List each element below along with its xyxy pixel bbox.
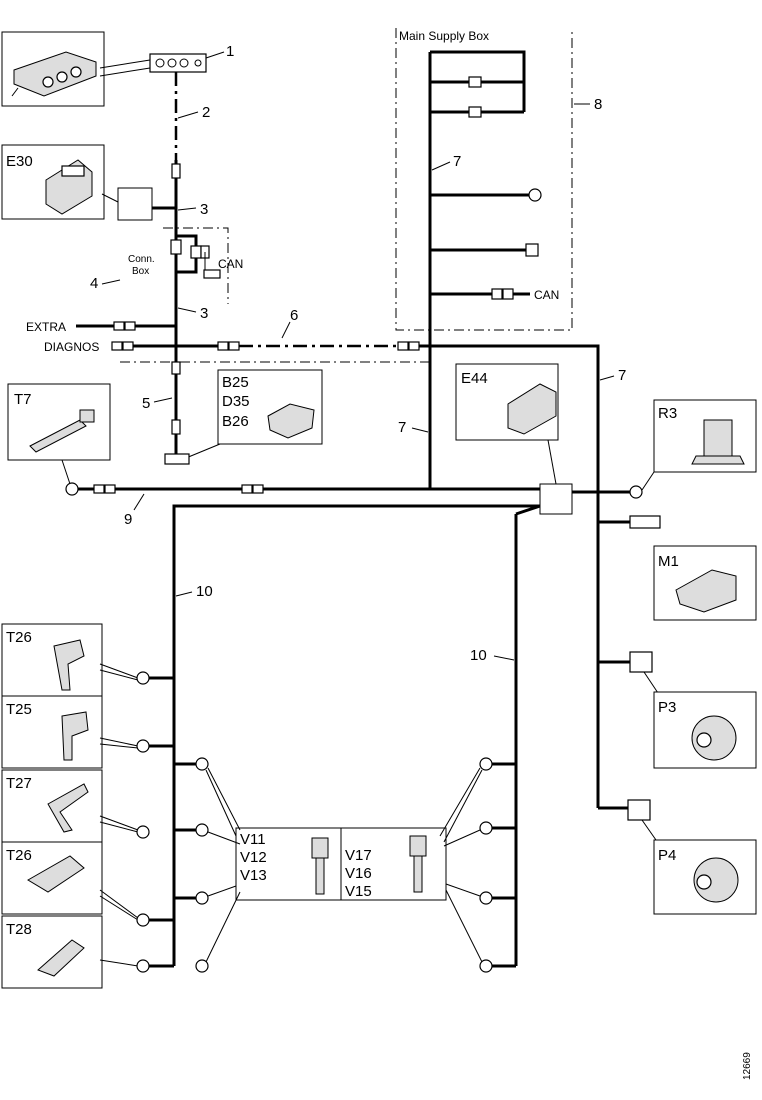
p3-label: P3 <box>658 699 676 716</box>
t26b-connector <box>136 913 150 927</box>
callout-7-center: 7 <box>398 419 406 436</box>
sensor-block-icon <box>267 403 315 439</box>
e30-connector <box>117 187 153 221</box>
t25-label: T25 <box>6 701 32 718</box>
connector-1 <box>149 53 207 73</box>
t26a-frame <box>1 623 103 697</box>
callout-10-left: 10 <box>196 583 213 600</box>
callout-10-right: 10 <box>470 647 487 664</box>
relay-icon <box>691 419 745 465</box>
m1-label: M1 <box>658 553 679 570</box>
callout-3-lower: 3 <box>200 305 208 322</box>
callout-5: 5 <box>142 395 150 412</box>
conn-box-outline <box>163 227 229 304</box>
t26b-label: T26 <box>6 847 32 864</box>
extra-label: EXTRA <box>26 320 66 334</box>
b25-frame <box>217 369 323 445</box>
t7-label: T7 <box>14 391 32 408</box>
callout-7-supply: 7 <box>453 153 461 170</box>
main-supply-box-label: Main Supply Box <box>399 29 489 43</box>
p4-label: P4 <box>658 847 676 864</box>
t25-connector <box>136 739 150 753</box>
e44-label: E44 <box>461 370 488 387</box>
b25-connector <box>164 453 190 465</box>
diagnos-label: DIAGNOS <box>44 340 99 354</box>
supply-box-wiring <box>428 50 590 488</box>
b26-label: B26 <box>222 413 249 430</box>
can-label-conn: CAN <box>218 257 243 271</box>
r3-connector <box>629 485 643 499</box>
b25-label: B25 <box>222 374 249 391</box>
callout-1: 1 <box>226 43 234 60</box>
engine-ecu-icon <box>507 383 557 435</box>
r3-label: R3 <box>658 405 677 422</box>
p4-connector <box>627 799 651 821</box>
conn-box-label-2: Box <box>132 266 149 277</box>
t7-connector <box>65 482 79 496</box>
callout-6: 6 <box>290 307 298 324</box>
callout-3-upper: 3 <box>200 201 208 218</box>
main-supply-box-outline <box>395 28 573 331</box>
instrument-cluster-icon <box>11 51 97 97</box>
e44-connector <box>539 483 573 515</box>
m1-connector <box>629 515 661 529</box>
t25-frame <box>1 695 103 769</box>
v17-label: V17 <box>345 847 372 864</box>
figure-code: 12669 <box>742 1052 753 1080</box>
conn-box-label-1: Conn. <box>128 254 155 265</box>
t28-frame <box>1 915 103 989</box>
v13-label: V13 <box>240 867 267 884</box>
callout-4: 4 <box>90 275 98 292</box>
callout-7-right: 7 <box>618 367 626 384</box>
callout-9: 9 <box>124 511 132 528</box>
v15-label: V15 <box>345 883 372 900</box>
e30-label: E30 <box>6 153 33 170</box>
v16-label: V16 <box>345 865 372 882</box>
starter-motor-icon <box>675 569 737 613</box>
p3-connector <box>629 651 653 673</box>
t27-connector <box>136 825 150 839</box>
ecu-icon <box>45 159 93 215</box>
can-label-supply: CAN <box>534 288 559 302</box>
t28-label: T28 <box>6 921 32 938</box>
t26a-label: T26 <box>6 629 32 646</box>
t27-label: T27 <box>6 775 32 792</box>
callout-2: 2 <box>202 104 210 121</box>
t28-connector <box>136 959 150 973</box>
alternator-icon-p4 <box>693 857 739 903</box>
callout-8: 8 <box>594 96 602 113</box>
v12-label: V12 <box>240 849 267 866</box>
injector-icon-left <box>311 837 329 895</box>
injector-icon-right <box>409 835 427 893</box>
t26a-connector <box>136 671 150 685</box>
alternator-icon-p3 <box>691 715 737 761</box>
v11-label: V11 <box>240 831 266 848</box>
temp-sensor-icon <box>29 409 95 453</box>
d35-label: D35 <box>222 393 250 410</box>
